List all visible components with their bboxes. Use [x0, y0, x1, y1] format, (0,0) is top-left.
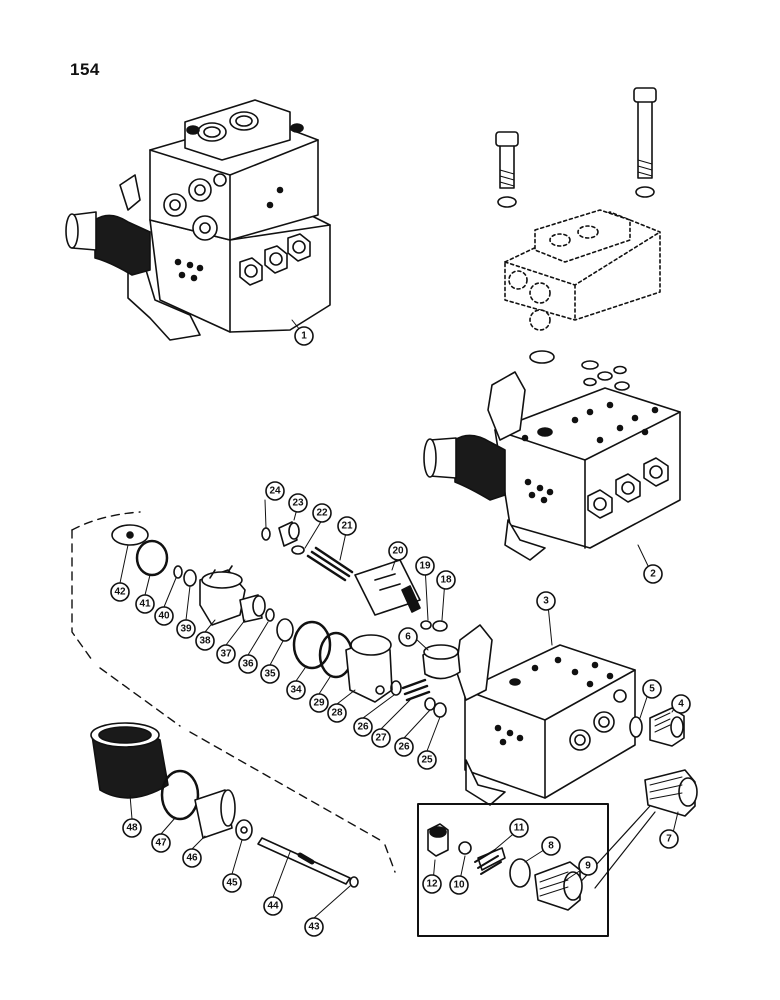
svg-text:22: 22 — [316, 508, 328, 519]
callout-leaders-left — [119, 544, 441, 919]
callout-41: 41 — [135, 594, 155, 614]
svg-text:9: 9 — [585, 861, 591, 872]
valve-body-3 — [455, 624, 636, 806]
svg-text:40: 40 — [158, 611, 170, 622]
fittings-4-5-7 — [574, 707, 698, 889]
callout-47: 47 — [151, 833, 171, 853]
callout-12: 12 — [422, 874, 442, 894]
svg-text:4: 4 — [678, 699, 684, 710]
svg-text:24: 24 — [269, 486, 281, 497]
callout-46: 46 — [182, 848, 202, 868]
svg-text:1: 1 — [301, 331, 307, 342]
callout-20: 20 — [388, 541, 408, 561]
callout-39: 39 — [176, 619, 196, 639]
callout-9: 9 — [578, 856, 598, 876]
callout-36: 36 — [238, 654, 258, 674]
svg-text:39: 39 — [180, 624, 192, 635]
spool-parts — [261, 521, 461, 680]
callout-27: 27 — [371, 728, 391, 748]
svg-text:28: 28 — [331, 708, 343, 719]
svg-text:44: 44 — [267, 901, 279, 912]
callout-45: 45 — [222, 873, 242, 893]
part-callouts: 1 2 3 4 5 6 7 8 9 10 11 12 18 19 20 21 2… — [110, 326, 691, 937]
callout-4: 4 — [671, 694, 691, 714]
svg-text:12: 12 — [426, 879, 438, 890]
callout-3: 3 — [536, 591, 556, 611]
callout-24: 24 — [265, 481, 285, 501]
svg-text:5: 5 — [649, 684, 655, 695]
valve-assembly-2 — [423, 371, 681, 561]
spool-stack-dashed-area — [71, 511, 447, 888]
callout-34: 34 — [286, 680, 306, 700]
callout-21: 21 — [337, 516, 357, 536]
callout-8: 8 — [541, 836, 561, 856]
svg-text:2: 2 — [650, 569, 656, 580]
callout-18: 18 — [436, 570, 456, 590]
svg-text:18: 18 — [440, 575, 452, 586]
svg-text:26: 26 — [398, 742, 410, 753]
svg-text:21: 21 — [341, 521, 353, 532]
callout-26-a: 26 — [353, 717, 373, 737]
callout-40: 40 — [154, 606, 174, 626]
svg-text:23: 23 — [292, 498, 304, 509]
callout-48: 48 — [122, 818, 142, 838]
svg-text:48: 48 — [126, 823, 138, 834]
page-number: 154 — [70, 60, 100, 79]
callout-7: 7 — [659, 829, 679, 849]
callout-10: 10 — [449, 875, 469, 895]
svg-text:47: 47 — [155, 838, 167, 849]
callout-29: 29 — [309, 693, 329, 713]
callout-2: 2 — [643, 564, 663, 584]
svg-text:29: 29 — [313, 698, 325, 709]
svg-text:42: 42 — [114, 587, 126, 598]
cover-and-bolts — [495, 87, 661, 391]
callout-6: 6 — [398, 627, 418, 647]
svg-text:25: 25 — [421, 755, 433, 766]
callout-28: 28 — [327, 703, 347, 723]
callout-22: 22 — [312, 503, 332, 523]
svg-text:43: 43 — [308, 922, 320, 933]
valve-assembly-1 — [65, 99, 331, 341]
svg-text:41: 41 — [139, 599, 151, 610]
svg-text:10: 10 — [453, 880, 465, 891]
svg-text:11: 11 — [514, 823, 525, 834]
relief-valve-inset — [417, 803, 609, 937]
callout-38: 38 — [195, 631, 215, 651]
svg-text:34: 34 — [290, 685, 302, 696]
svg-text:7: 7 — [666, 834, 672, 845]
callout-11: 11 — [509, 818, 529, 838]
callout-44: 44 — [263, 896, 283, 916]
svg-text:45: 45 — [226, 878, 238, 889]
callout-1: 1 — [294, 326, 314, 346]
svg-text:3: 3 — [543, 596, 549, 607]
callout-19: 19 — [415, 556, 435, 576]
svg-text:6: 6 — [405, 632, 411, 643]
callout-5: 5 — [642, 679, 662, 699]
callout-26-b: 26 — [394, 737, 414, 757]
svg-text:26: 26 — [357, 722, 369, 733]
svg-text:38: 38 — [199, 636, 211, 647]
callout-43: 43 — [304, 917, 324, 937]
svg-text:27: 27 — [375, 733, 387, 744]
callout-42: 42 — [110, 582, 130, 602]
callout-23: 23 — [288, 493, 308, 513]
callout-37: 37 — [216, 644, 236, 664]
svg-text:46: 46 — [186, 853, 198, 864]
svg-text:36: 36 — [242, 659, 254, 670]
callout-25: 25 — [417, 750, 437, 770]
svg-text:37: 37 — [220, 649, 232, 660]
callout-35: 35 — [260, 664, 280, 684]
svg-text:8: 8 — [548, 841, 554, 852]
svg-text:20: 20 — [392, 546, 404, 557]
svg-text:19: 19 — [419, 561, 431, 572]
svg-text:35: 35 — [264, 669, 276, 680]
